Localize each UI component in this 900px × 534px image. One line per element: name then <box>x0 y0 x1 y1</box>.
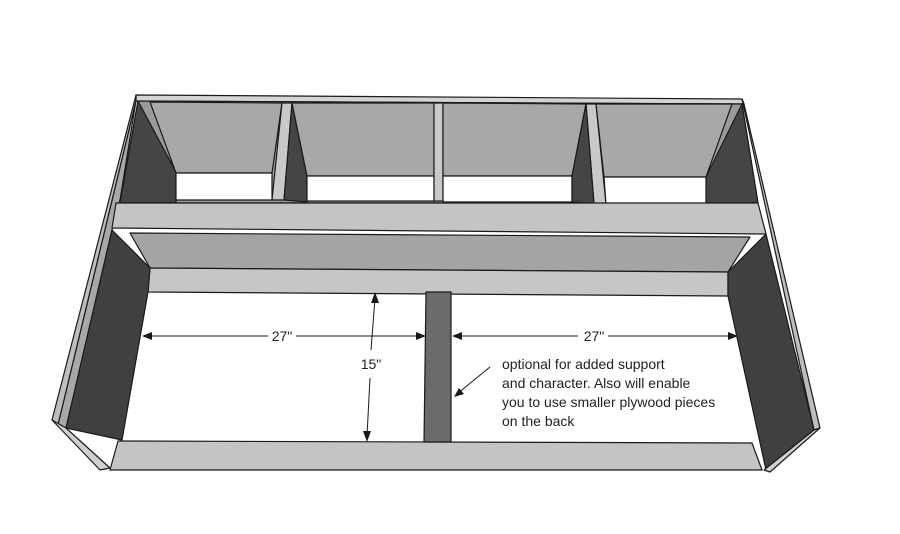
cubby-4-floor <box>603 176 707 205</box>
shelf-front-rail <box>111 202 767 235</box>
dimension-height: 15" <box>361 292 382 442</box>
bottom-rail <box>109 440 763 471</box>
lower-back-panel <box>129 232 751 273</box>
support-note: optional for added support and character… <box>502 356 715 429</box>
note-leader <box>454 366 491 397</box>
center-support <box>423 291 452 443</box>
height-label: 15" <box>361 356 382 372</box>
cubby-3-back <box>442 102 587 177</box>
note-line-3: you to use smaller plywood pieces <box>502 394 715 410</box>
left-width-label: 27" <box>272 328 293 344</box>
divider-3-face <box>571 103 595 205</box>
cubby-2-floor <box>306 175 435 202</box>
right-width-label: 27" <box>584 328 605 344</box>
right-front-strip <box>763 427 821 473</box>
cubby-2-back <box>291 102 435 177</box>
dimension-right-width: 27" <box>452 328 738 344</box>
note-line-2: and character. Also will enable <box>502 375 691 391</box>
dimension-left-width: 27" <box>142 328 426 344</box>
note-line-1: optional for added support <box>502 356 665 372</box>
divider-2 <box>433 102 444 202</box>
right-lower-wall <box>727 233 815 471</box>
cubby-1-floor <box>175 172 273 201</box>
note-line-4: on the back <box>502 413 575 429</box>
cubby-3-floor <box>442 175 573 203</box>
frame-body <box>51 94 821 473</box>
left-lower-wall <box>65 229 151 441</box>
